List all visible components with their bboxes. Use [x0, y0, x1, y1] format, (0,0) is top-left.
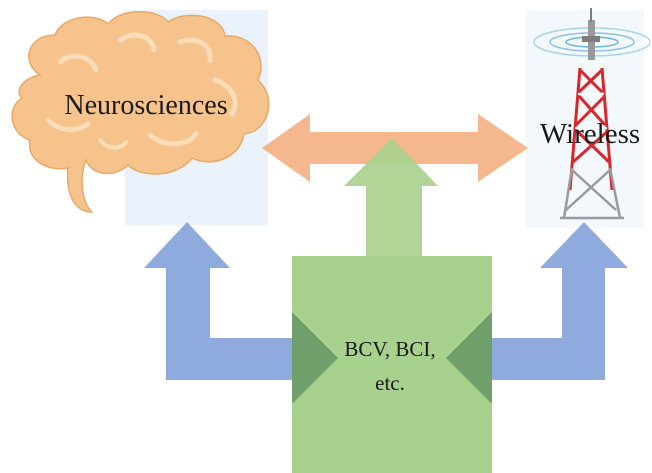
blue-left-arrow: [144, 222, 312, 380]
neurosciences-label: Neurosciences: [64, 90, 227, 121]
center-label-line2: etc.: [375, 371, 405, 395]
right-overlap: [446, 312, 492, 404]
center-label-line1: BCV, BCI,: [344, 337, 435, 361]
brain-icon: [11, 11, 270, 213]
left-overlap: [292, 312, 338, 404]
green-up-arrow: [344, 138, 438, 258]
wireless-label: Wireless: [540, 118, 640, 150]
blue-right-arrow: [474, 222, 628, 380]
cell-tower-icon: [533, 8, 651, 220]
